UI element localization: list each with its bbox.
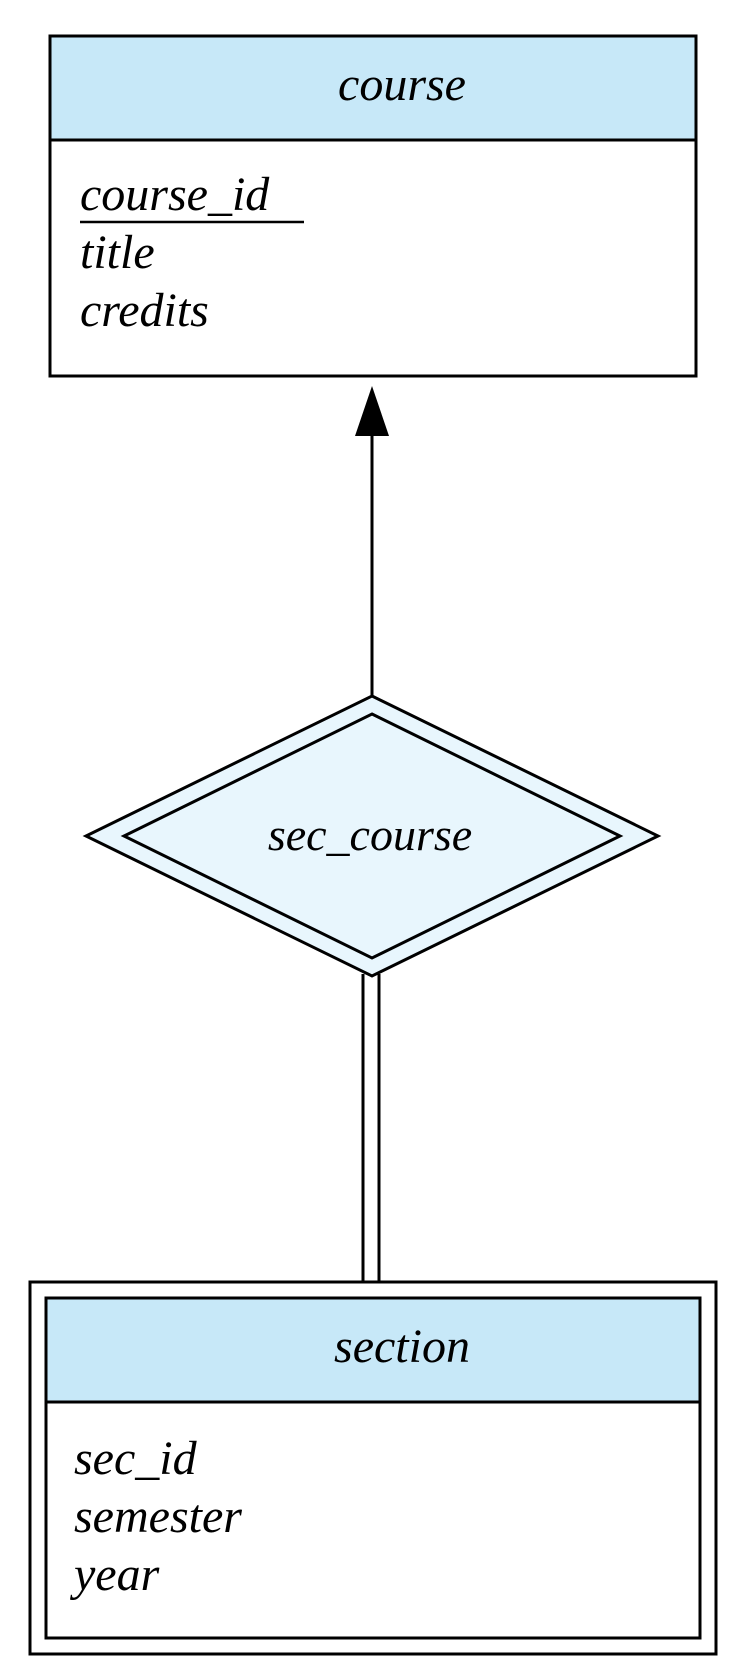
- attribute-title: title: [80, 226, 155, 279]
- relationship-name: sec_course: [268, 809, 472, 860]
- entity-course[interactable]: course course_id title credits: [48, 34, 698, 378]
- attribute-year: year: [69, 1548, 160, 1601]
- entity-section[interactable]: section sec_id semester year: [28, 1280, 718, 1656]
- entity-course-border: [48, 34, 698, 378]
- relationship-inner-diamond: [120, 712, 624, 960]
- connector-relationship-to-section: [361, 974, 381, 1282]
- arrow-head-icon: [355, 386, 389, 436]
- entity-section-name: section: [334, 1320, 470, 1373]
- entity-course-header: [50, 36, 696, 140]
- attribute-sec-id: sec_id: [74, 1432, 198, 1485]
- relationship-sec-course[interactable]: sec_course: [82, 694, 662, 978]
- relationship-outer-diamond: [82, 694, 662, 978]
- weak-entity-inner-border: [44, 1296, 702, 1640]
- attribute-semester: semester: [74, 1490, 242, 1543]
- attribute-credits: credits: [80, 284, 209, 337]
- entity-section-header: [46, 1298, 700, 1402]
- entity-course-name: course: [338, 58, 466, 111]
- attribute-course-id: course_id: [80, 168, 270, 221]
- connector-relationship-to-course: [355, 386, 389, 696]
